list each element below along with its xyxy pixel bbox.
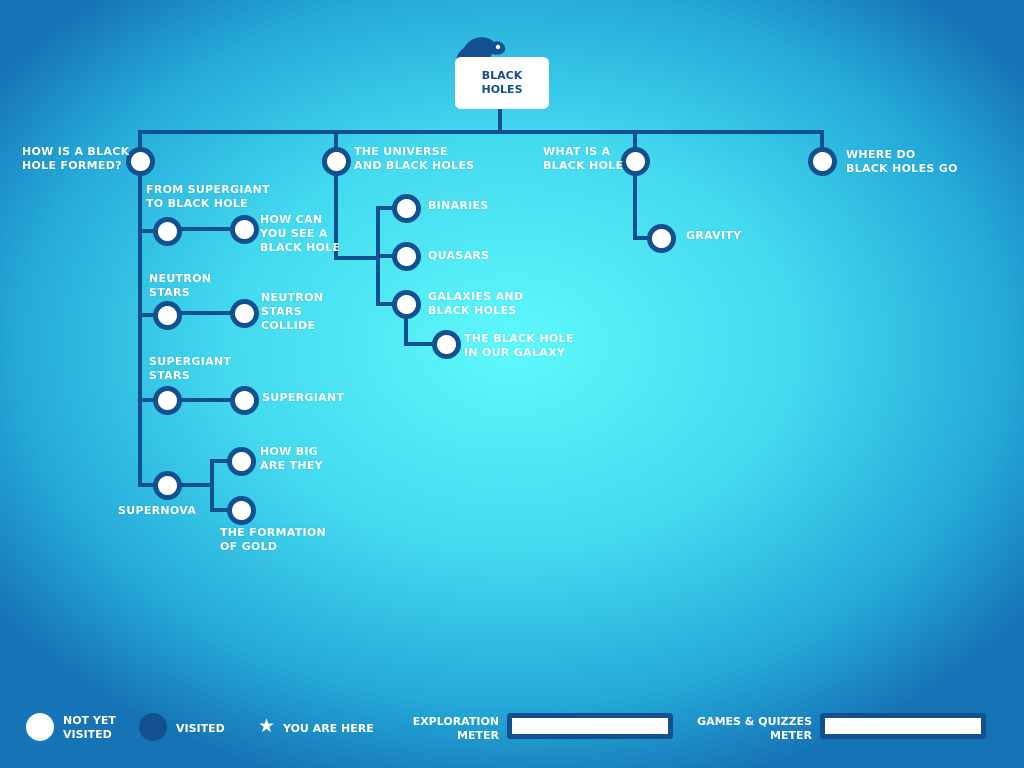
label-neutron-stars-collide: NEUTRON STARS COLLIDE [261,291,324,332]
legend-you-are-here-label: YOU ARE HERE [283,722,374,735]
node-universe[interactable] [322,147,351,176]
label-how-formed: HOW IS A BLACK HOLE FORMED? [22,145,130,172]
root-topic-label: BLACK HOLES [481,69,523,96]
node-where-go[interactable] [808,147,837,176]
label-galaxies: GALAXIES AND BLACK HOLES [428,290,524,317]
star-icon: ★ [258,715,276,737]
label-supergiant-stars: SUPERGIANT STARS [149,355,232,382]
label-binaries: BINARIES [428,199,489,212]
label-neutron-stars: NEUTRON STARS [149,272,212,299]
node-how-big[interactable] [227,447,256,476]
label-supergiant: SUPERGIANT [262,391,345,404]
legend-visited-dot [139,713,167,741]
root-topic-black-holes[interactable]: BLACK HOLES [455,57,549,109]
legend-not-visited-label: NOT YET VISITED [63,714,116,741]
label-supernova: SUPERNOVA [118,504,197,517]
node-neutron-stars-collide[interactable] [230,299,259,328]
node-quasars[interactable] [392,242,421,271]
node-formation-of-gold[interactable] [227,496,256,525]
label-universe: THE UNIVERSE AND BLACK HOLES [354,145,475,172]
node-supernova[interactable] [153,471,182,500]
node-black-hole-our-galaxy[interactable] [432,330,461,359]
label-what-is: WHAT IS A BLACK HOLE [543,145,624,172]
node-gravity[interactable] [647,224,676,253]
node-supergiant-stars[interactable] [153,386,182,415]
node-supergiant-to-black-hole[interactable] [153,217,182,246]
node-supergiant[interactable] [230,386,259,415]
legend-visited-label: VISITED [176,722,225,735]
games-quizzes-meter-label: GAMES & QUIZZES METER [697,715,812,742]
node-galaxies[interactable] [392,290,421,319]
games-quizzes-meter [820,713,986,739]
exploration-meter-label: EXPLORATION METER [412,715,499,742]
label-black-hole-our-galaxy: THE BLACK HOLE IN OUR GALAXY [464,332,574,359]
label-formation-of-gold: THE FORMATION OF GOLD [220,526,327,553]
exploration-meter [507,713,673,739]
node-what-is[interactable] [621,147,650,176]
label-how-can-you-see: HOW CAN YOU SEE A BLACK HOLE [260,213,341,254]
label-gravity: GRAVITY [686,229,742,242]
node-how-formed[interactable] [126,147,155,176]
label-how-big: HOW BIG ARE THEY [260,445,323,472]
node-binaries[interactable] [392,194,421,223]
node-how-can-you-see[interactable] [230,215,259,244]
legend-not-visited-dot [26,713,54,741]
label-supergiant-to-black-hole: FROM SUPERGIANT TO BLACK HOLE [146,183,270,210]
node-neutron-stars[interactable] [153,301,182,330]
label-quasars: QUASARS [428,249,490,262]
label-where-go: WHERE DO BLACK HOLES GO [846,148,958,175]
